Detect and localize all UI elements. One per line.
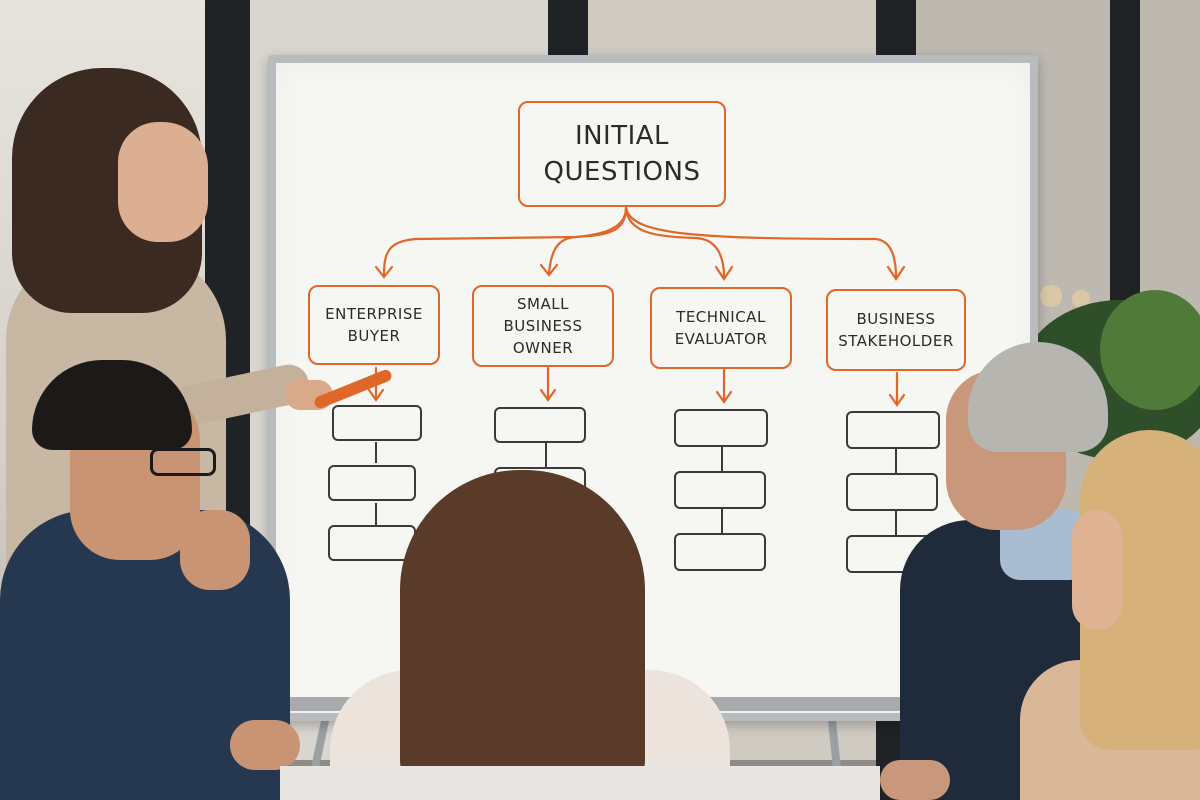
presenter-face: [118, 122, 208, 242]
older-man-hair: [968, 342, 1108, 452]
category-line: STAKEHOLDER: [838, 332, 954, 350]
category-enterprise-buyer: ENTERPRISE BUYER: [308, 285, 440, 365]
light-bokeh: [1072, 290, 1090, 308]
blonde-woman-face: [1072, 510, 1122, 630]
category-line: TECHNICAL: [676, 308, 766, 326]
empty-box: [328, 465, 416, 501]
man-hair: [32, 360, 192, 450]
empty-box: [674, 533, 766, 571]
category-line: ENTERPRISE: [325, 305, 423, 323]
category-line: BUSINESS: [856, 310, 936, 328]
category-business-stakeholder: BUSINESS STAKEHOLDER: [826, 289, 966, 371]
man-hand: [180, 510, 250, 590]
flowchart-connectors: [367, 206, 906, 535]
category-line: SMALL: [517, 295, 569, 313]
seated-woman-center: [330, 470, 730, 800]
title-line-2: QUESTIONS: [543, 157, 701, 187]
category-line: EVALUATOR: [674, 330, 768, 348]
empty-box: [846, 411, 940, 449]
empty-box: [494, 407, 586, 443]
glasses-icon: [150, 448, 216, 476]
category-line: OWNER: [512, 339, 574, 357]
title-box: INITIAL QUESTIONS: [518, 101, 726, 207]
empty-box: [674, 409, 768, 447]
older-man-hand: [880, 760, 950, 800]
man-hand-lower: [230, 720, 300, 770]
category-line: BUYER: [347, 327, 401, 345]
empty-box: [846, 473, 938, 511]
category-technical-evaluator: TECHNICAL EVALUATOR: [650, 287, 792, 369]
light-bokeh: [1040, 285, 1062, 307]
table: [280, 766, 880, 800]
title-line-1: INITIAL: [574, 121, 670, 151]
seated-man-left: [0, 360, 310, 800]
plant: [1100, 290, 1200, 410]
empty-box: [674, 471, 766, 509]
seated-woman-right: [1020, 430, 1200, 800]
empty-box: [332, 405, 422, 441]
category-line: BUSINESS: [503, 317, 583, 335]
category-small-business-owner: SMALL BUSINESS OWNER: [472, 285, 614, 367]
woman-hair: [400, 470, 645, 800]
